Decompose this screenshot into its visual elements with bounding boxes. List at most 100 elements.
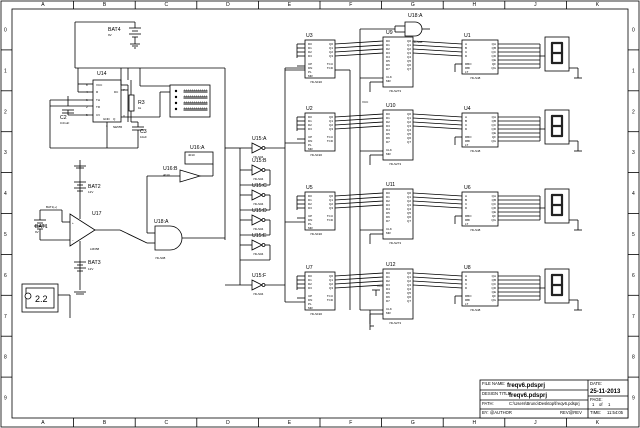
zone-row-3-right: 3 [632, 150, 635, 156]
latch-1-pin-d4: D4 [386, 55, 390, 59]
latch-3-pin-d0: D0 [386, 191, 390, 195]
bat3-ref: BAT3 [88, 260, 101, 266]
counter-1-pin-mr: MR [308, 74, 313, 78]
latch-3-pin-d5: D5 [386, 211, 390, 215]
counter-1-pin-pl: PL [308, 70, 312, 74]
decoder-1-pin-lt: LT [465, 70, 468, 74]
latch-4-pin-mr: MR [386, 311, 391, 315]
u14-pin-gnd: GND [103, 117, 111, 121]
decoder-2-pin-qd: QD [492, 127, 497, 131]
decoder-2-pin-a: A [465, 115, 467, 119]
decoder-4-pin-rbi: RBI [465, 298, 470, 302]
inverter-part-2: 74LS04 [253, 177, 264, 181]
r3-value: 1k [138, 106, 142, 110]
counter-stages: U374LS190D0D1D2D3UPDNPLMRQ0Q1Q2Q3TCUTCDU… [284, 26, 582, 330]
u17-part: LM358 [90, 247, 100, 251]
decoder-2-pin-rbo: RBO [465, 135, 472, 139]
counter-body-4 [304, 271, 336, 311]
decoder-4-pin-c: C [465, 282, 468, 286]
latch-ref-3: U11 [386, 182, 395, 188]
zone-col-A-top: A [41, 2, 45, 8]
decoder-2-pin-rbi: RBI [465, 139, 470, 143]
page-label: PAGE: [590, 397, 603, 402]
latch-2-pin-clk: CLK [386, 148, 392, 152]
decoder-2-pin-qe: QE [492, 131, 496, 135]
latch-4-pin-q5: Q5 [407, 291, 411, 295]
date-label: DATE: [590, 381, 602, 386]
zone-col-H-bottom: H [473, 420, 477, 426]
counter-1-pin-tcu: TCU [327, 62, 333, 66]
decoder-2-pin-d: D [465, 127, 468, 131]
decoder-part-1: 74LS48 [470, 76, 481, 80]
counter-4-pin-q0: Q0 [329, 274, 333, 278]
zone-col-B-top: B [103, 2, 107, 8]
latch-part-1: 74LS273 [389, 89, 401, 93]
latch-2-pin-mr: MR [386, 152, 391, 156]
time-label: TIME: [590, 410, 601, 415]
latch-3-pin-q6: Q6 [407, 215, 411, 219]
decoder-1-pin-c: C [465, 50, 468, 54]
latch-2-pin-d4: D4 [386, 128, 390, 132]
counter-3-pin-dn: DN [308, 218, 312, 222]
counter-ref-3: U5 [306, 185, 313, 191]
decoder-body-1 [461, 39, 499, 75]
latch-4-pin-d4: D4 [386, 287, 390, 291]
latch-1-pin-q3: Q3 [407, 51, 411, 55]
counter-3-pin-up: UP [308, 214, 312, 218]
decoder-3-pin-qg: QG [491, 218, 496, 222]
counter-ref-1: U3 [306, 33, 313, 39]
bat1-ref: BAT1 [35, 224, 48, 230]
latch-2-pin-q4: Q4 [407, 128, 411, 132]
counter-3-pin-q3: Q3 [329, 206, 333, 210]
time-value: 11:54:05 [607, 410, 624, 415]
c2-ref: C2 [60, 115, 67, 121]
design-title-label: DESIGN TITLE: [482, 391, 512, 396]
counter-4-pin-up: UP [308, 294, 312, 298]
decoder-4-pin-qb: QB [492, 278, 496, 282]
counter-body-1 [304, 39, 336, 79]
inverter-part-5: 74LS04 [253, 252, 264, 256]
latch-ref-1: U9 [386, 30, 393, 36]
counter-4-pin-q2: Q2 [329, 282, 333, 286]
zone-col-D-bottom: D [226, 420, 230, 426]
latch-2-pin-q5: Q5 [407, 132, 411, 136]
counter-1-pin-q3: Q3 [329, 54, 333, 58]
inverter-part-6: 74LS04 [253, 292, 264, 296]
inverter-ref-3: U15:C [252, 183, 267, 189]
decoder-4-pin-d: D [465, 286, 468, 290]
decoder-1-pin-qe: QE [492, 58, 496, 62]
u14-ref: U14 [97, 71, 107, 77]
file-name-value: freqv6.pdsprj [507, 383, 545, 389]
u18a-part: 74LS08 [155, 256, 166, 260]
decoder-3-pin-qe: QE [492, 210, 496, 214]
zone-row-1-right: 1 [632, 68, 635, 74]
counter-2-pin-d1: D1 [308, 119, 312, 123]
latch-3-pin-d1: D1 [386, 195, 390, 199]
rev-label: REV: [560, 410, 570, 415]
counter-2-pin-dn: DN [308, 139, 312, 143]
u16a-ref: U16:A [190, 145, 205, 151]
zone-row-8-left: 8 [4, 355, 7, 361]
zone-col-F-top: F [349, 2, 352, 8]
counter-4-pin-q3: Q3 [329, 286, 333, 290]
zone-col-J-bottom: J [534, 420, 537, 426]
zone-row-7-right: 7 [632, 314, 635, 320]
bat2-ref: BAT2 [88, 184, 101, 190]
u14-pin-q: Q [113, 117, 116, 121]
latch-4-pin-q3: Q3 [407, 283, 411, 287]
decoder-ref-3: U6 [464, 185, 471, 191]
bat1-net-label: BAT1(+) [46, 205, 57, 209]
counter-part-4: 74LS190 [310, 312, 322, 316]
svg-text:−: − [72, 238, 74, 242]
u14-pinnum-3: 3 [123, 114, 125, 118]
u14-part: NE555 [113, 125, 123, 129]
decoder-ref-1: U1 [464, 33, 471, 39]
u14-pin-dc: DC [114, 90, 119, 94]
zone-row-9-right: 9 [632, 396, 635, 402]
decoder-2-pin-qf: QF [492, 135, 496, 139]
latch-3-pin-q7: Q7 [407, 219, 411, 223]
u14-pin-tr: TR [96, 105, 101, 109]
counter-3-pin-d2: D2 [308, 202, 312, 206]
counter-2-pin-q3: Q3 [329, 127, 333, 131]
latch-ref-2: U10 [386, 103, 396, 109]
